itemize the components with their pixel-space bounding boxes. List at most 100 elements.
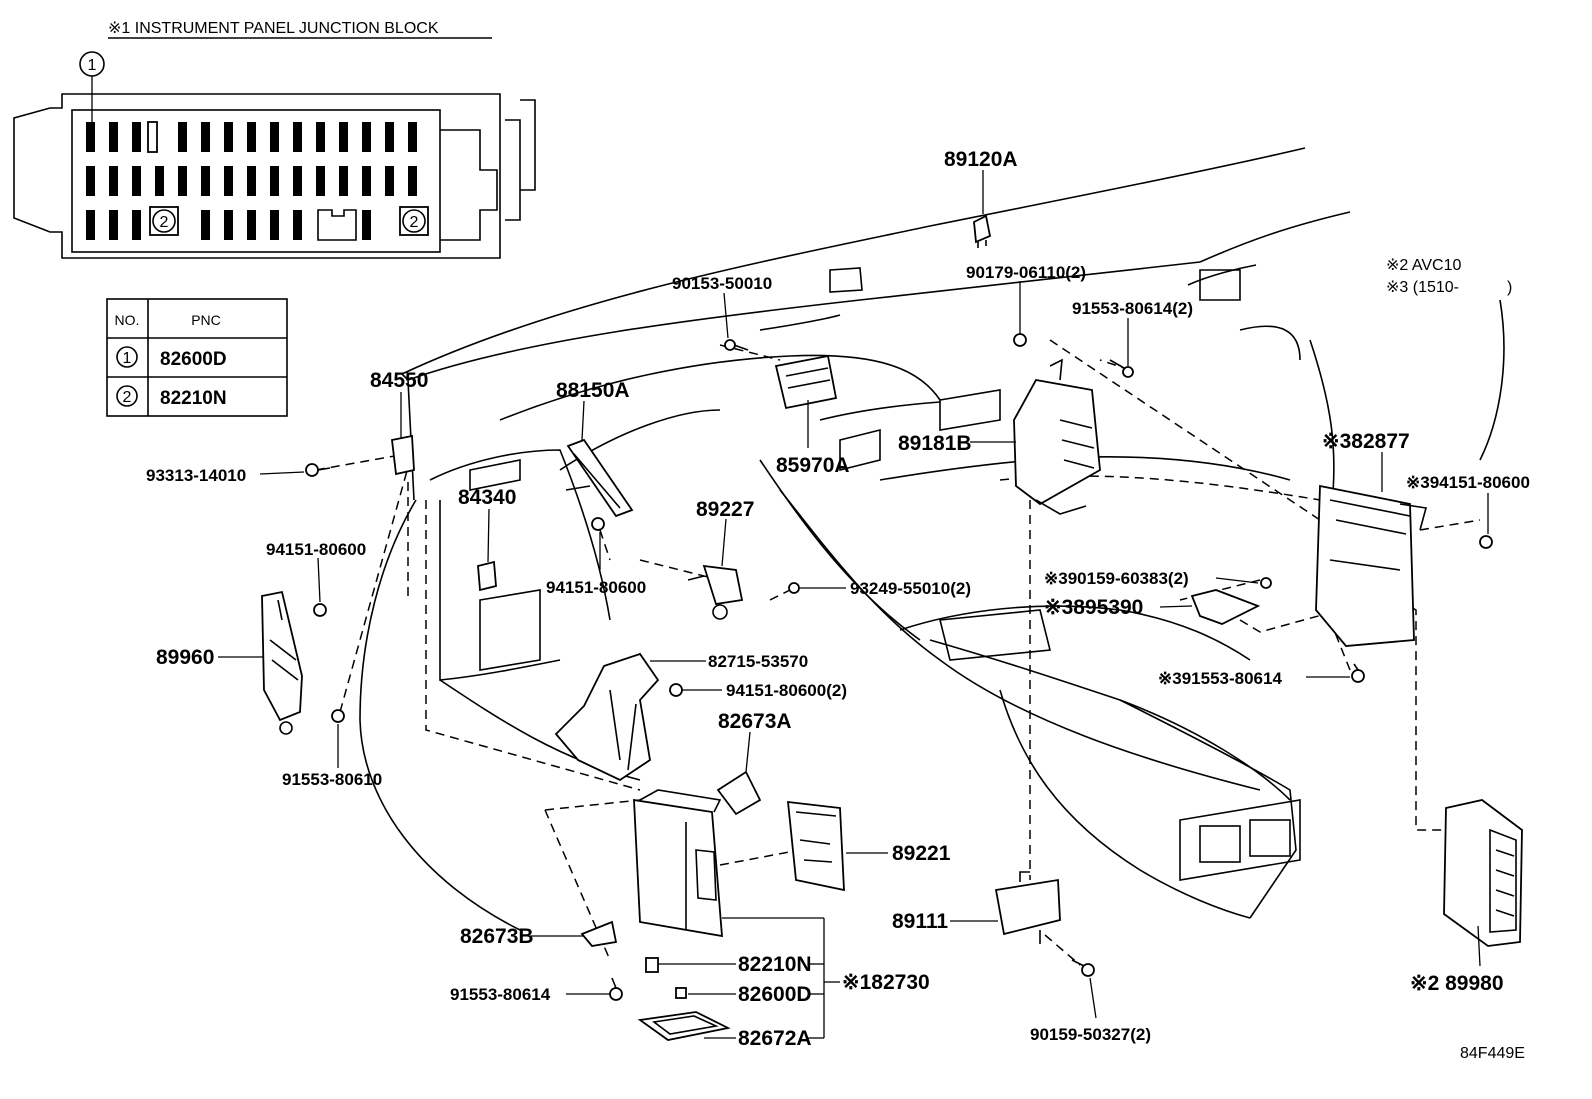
label-89181B[interactable]: 89181B xyxy=(898,432,972,455)
label-88150A[interactable]: 88150A xyxy=(556,379,630,402)
part-89120A xyxy=(973,214,992,248)
part-89960 xyxy=(261,590,303,735)
fuse-slot xyxy=(293,166,302,196)
illustration-code: 84F449E xyxy=(1460,1045,1525,1062)
label-91553-80614-bottom[interactable]: 91553-80614 xyxy=(450,985,551,1004)
relay-slot-2-left xyxy=(149,206,179,236)
fuse-slot xyxy=(109,166,118,196)
marker-1: 1 xyxy=(88,57,97,74)
part-82600D xyxy=(675,987,687,999)
fuse-slot xyxy=(109,122,118,152)
label-90153-50010[interactable]: 90153-50010 xyxy=(672,274,772,293)
marker-2-right: 2 xyxy=(410,214,419,231)
label-82672A[interactable]: 82672A xyxy=(738,1027,812,1050)
label-82210N[interactable]: 82210N xyxy=(738,953,812,976)
fuse-slot xyxy=(362,122,371,152)
fuse-slot xyxy=(408,122,417,152)
label-84340[interactable]: 84340 xyxy=(458,486,516,509)
label-82715-53570[interactable]: 82715-53570 xyxy=(708,652,808,671)
fuse-slot xyxy=(293,210,302,240)
label-90179-06110[interactable]: 90179-06110(2) xyxy=(966,263,1086,282)
pnc-col-no: NO. xyxy=(115,312,140,328)
part-89221 xyxy=(786,800,845,892)
pnc-row-2-value: 82210N xyxy=(160,388,227,409)
label-82673B[interactable]: 82673B xyxy=(460,925,534,948)
fuse-slot xyxy=(247,122,256,152)
marker-circle-2-right xyxy=(402,209,426,233)
part-junction-block-82730 xyxy=(633,789,723,938)
fuse-slot xyxy=(293,122,302,152)
label-94151-80600-center[interactable]: 94151-80600 xyxy=(546,578,646,597)
label-85970A[interactable]: 85970A xyxy=(776,454,850,477)
label-90159-60383[interactable]: ※390159-60383(2) xyxy=(1044,569,1189,588)
fuse-slot xyxy=(132,166,141,196)
label-94151-80600-left[interactable]: 94151-80600 xyxy=(266,540,366,559)
fuse-slot xyxy=(201,122,210,152)
fuse-slot xyxy=(270,210,279,240)
pnc-col-pnc: PNC xyxy=(191,312,221,328)
fuse-slot xyxy=(362,210,371,240)
marker-circle-2-left xyxy=(152,209,176,233)
marker-2-left: 2 xyxy=(160,214,169,231)
fuse-slot xyxy=(385,122,394,152)
fuse-empty-slot xyxy=(147,121,158,153)
fuse-slot xyxy=(339,166,348,196)
pnc-row-2-no: 2 xyxy=(123,389,132,406)
fuse-slot xyxy=(339,122,348,152)
fuse-slot xyxy=(270,122,279,152)
pnc-row-1-no: 1 xyxy=(123,350,132,367)
part-89181B xyxy=(1013,358,1101,515)
part-88150A xyxy=(565,438,634,518)
label-89539Q[interactable]: ※3895390 xyxy=(1044,596,1143,619)
fuse-slot xyxy=(224,166,233,196)
part-85970A xyxy=(774,354,838,410)
label-89221[interactable]: 89221 xyxy=(892,842,951,865)
fuse-slot xyxy=(155,166,164,196)
label-93313-14010[interactable]: 93313-14010 xyxy=(146,466,246,485)
note-avc10: ※2 AVC10 xyxy=(1386,257,1461,274)
label-91553-80614-2[interactable]: 91553-80614(2) xyxy=(1072,299,1193,318)
part-82715-53570 xyxy=(554,652,660,782)
fuse-slot xyxy=(316,166,325,196)
label-91553-80614-right[interactable]: ※391553-80614 xyxy=(1158,669,1282,688)
label-82600D[interactable]: 82600D xyxy=(738,983,812,1006)
part-82672A xyxy=(637,1011,731,1041)
label-89111[interactable]: 89111 xyxy=(892,910,948,933)
label-91553-80610[interactable]: 91553-80610 xyxy=(282,770,382,789)
fasteners xyxy=(305,333,1493,1001)
fuse-array xyxy=(86,122,417,240)
fuse-slot xyxy=(408,166,417,196)
fuse-slot xyxy=(385,166,394,196)
label-89960[interactable]: 89960 xyxy=(156,646,214,669)
part-82673A xyxy=(716,770,762,816)
pnc-table: NO. PNC 1 82600D 2 82210N xyxy=(106,298,288,417)
label-82673A[interactable]: 82673A xyxy=(718,710,792,733)
fuse-slot xyxy=(178,166,187,196)
part-82673B xyxy=(580,920,618,947)
label-93249-55010[interactable]: 93249-55010(2) xyxy=(850,579,971,598)
label-84550[interactable]: 84550 xyxy=(370,369,428,392)
junction-block-drawing xyxy=(13,93,536,259)
label-89227[interactable]: 89227 xyxy=(696,498,754,521)
label-82877[interactable]: ※382877 xyxy=(1322,430,1410,453)
leader-lines xyxy=(218,170,1489,1039)
label-89120A[interactable]: 89120A xyxy=(944,148,1018,171)
part-89227 xyxy=(687,564,744,620)
fuse-slot xyxy=(316,122,325,152)
fuse-slot xyxy=(86,210,95,240)
label-94151-80600-2[interactable]: 94151-80600(2) xyxy=(726,681,847,700)
fuse-slot xyxy=(132,210,141,240)
pnc-row-1-value: 82600D xyxy=(160,349,227,370)
fuse-slot xyxy=(270,166,279,196)
instrument-panel-outline xyxy=(359,147,1505,931)
fuse-slot xyxy=(224,122,233,152)
part-89539Q xyxy=(1190,589,1261,625)
fuse-slot xyxy=(86,122,95,152)
note-date-range: ※3 (1510- ) xyxy=(1386,279,1512,296)
label-89980[interactable]: ※2 89980 xyxy=(1410,972,1504,995)
label-82730[interactable]: ※182730 xyxy=(842,971,930,994)
label-90159-50327[interactable]: 90159-50327(2) xyxy=(1030,1025,1151,1044)
junction-block-title: ※1 INSTRUMENT PANEL JUNCTION BLOCK xyxy=(108,20,439,37)
part-82877 xyxy=(1315,484,1428,647)
label-94151-80600-right[interactable]: ※394151-80600 xyxy=(1406,473,1530,492)
